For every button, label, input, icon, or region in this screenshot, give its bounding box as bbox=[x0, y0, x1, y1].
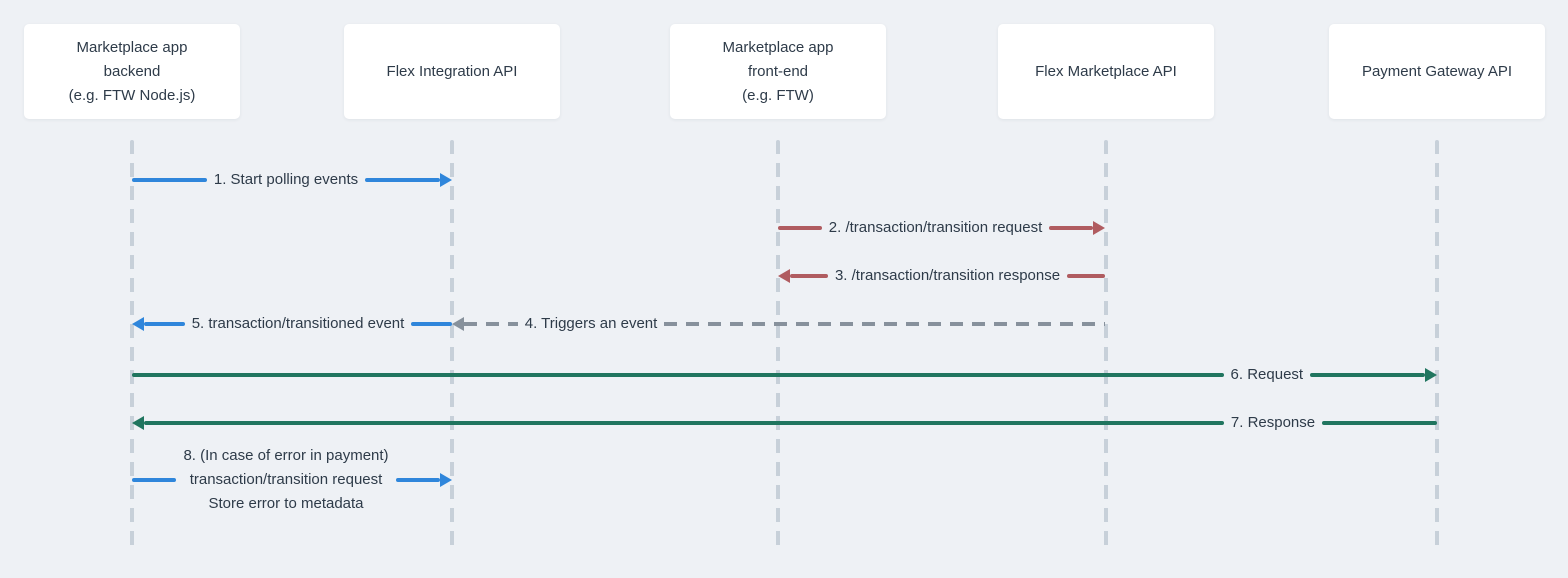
arrowhead-left bbox=[132, 416, 144, 430]
message-line bbox=[790, 274, 828, 278]
arrowhead-left bbox=[132, 317, 144, 331]
message-start-polling-events: 1. Start polling events bbox=[132, 168, 453, 192]
actor-label: Payment Gateway API bbox=[1361, 62, 1513, 80]
lifeline-marketplace-backend bbox=[130, 140, 134, 550]
message-line bbox=[778, 226, 822, 230]
message-gateway-request: 6. Request bbox=[132, 363, 1437, 387]
message-line bbox=[132, 373, 1224, 377]
message-label-line: 8. (In case of error in payment) bbox=[183, 447, 389, 464]
message-line bbox=[1049, 226, 1094, 230]
message-label-line: Store error to metadata bbox=[208, 495, 364, 512]
actor-label: (e.g. FTW Node.js) bbox=[68, 86, 196, 104]
actor-label: Marketplace app bbox=[76, 38, 188, 56]
message-transition-request: 2. /transaction/transition request bbox=[778, 216, 1106, 240]
message-line bbox=[132, 178, 207, 182]
actor-marketplace-backend: Marketplace app backend (e.g. FTW Node.j… bbox=[24, 24, 240, 119]
actor-label: Marketplace app bbox=[722, 38, 834, 56]
message-label: 1. Start polling events bbox=[213, 171, 359, 188]
message-label: 5. transaction/transitioned event bbox=[191, 315, 405, 332]
message-error-transition: 8. (In case of error in payment) transac… bbox=[132, 444, 452, 516]
message-label: 2. /transaction/transition request bbox=[828, 219, 1043, 236]
message-line bbox=[1310, 373, 1425, 377]
message-line bbox=[365, 178, 441, 182]
message-line bbox=[132, 478, 177, 482]
message-transitioned-event: 5. transaction/transitioned event bbox=[132, 312, 453, 336]
actor-flex-marketplace-api: Flex Marketplace API bbox=[998, 24, 1214, 119]
actor-label: front-end bbox=[747, 62, 809, 80]
message-label: 8. (In case of error in payment) transac… bbox=[176, 444, 395, 516]
arrowhead-right bbox=[440, 173, 453, 187]
actor-payment-gateway-api: Payment Gateway API bbox=[1329, 24, 1545, 119]
actor-flex-integration-api: Flex Integration API bbox=[344, 24, 560, 119]
message-line bbox=[664, 322, 1105, 326]
message-triggers-event: 4. Triggers an event bbox=[452, 312, 1105, 336]
message-line bbox=[395, 478, 440, 482]
lifeline-marketplace-frontend bbox=[776, 140, 780, 550]
lifeline-flex-integration-api bbox=[450, 140, 454, 550]
message-label: 4. Triggers an event bbox=[524, 315, 658, 332]
message-label: 7. Response bbox=[1230, 414, 1316, 431]
actor-marketplace-frontend: Marketplace app front-end (e.g. FTW) bbox=[670, 24, 886, 119]
message-gateway-response: 7. Response bbox=[132, 411, 1437, 435]
message-line bbox=[144, 322, 185, 326]
arrowhead-left bbox=[452, 317, 464, 331]
message-label: 6. Request bbox=[1230, 366, 1304, 383]
message-transition-response: 3. /transaction/transition response bbox=[778, 264, 1105, 288]
actor-label: Flex Marketplace API bbox=[1035, 62, 1177, 80]
actor-label: backend bbox=[103, 62, 161, 80]
message-label: 3. /transaction/transition response bbox=[834, 267, 1061, 284]
message-line bbox=[1322, 421, 1437, 425]
lifeline-flex-marketplace-api bbox=[1104, 140, 1108, 550]
message-line bbox=[464, 322, 518, 326]
message-line bbox=[411, 322, 453, 326]
actor-label: Flex Integration API bbox=[386, 62, 518, 80]
arrowhead-right bbox=[1425, 368, 1437, 382]
message-line bbox=[1067, 274, 1105, 278]
message-label-line: transaction/transition request bbox=[189, 471, 383, 488]
actor-label: (e.g. FTW) bbox=[742, 86, 814, 104]
arrowhead-right bbox=[1093, 221, 1106, 235]
arrowhead-right bbox=[440, 473, 452, 487]
arrowhead-left bbox=[778, 269, 790, 283]
message-line bbox=[144, 421, 1224, 425]
lifeline-payment-gateway-api bbox=[1435, 140, 1439, 550]
